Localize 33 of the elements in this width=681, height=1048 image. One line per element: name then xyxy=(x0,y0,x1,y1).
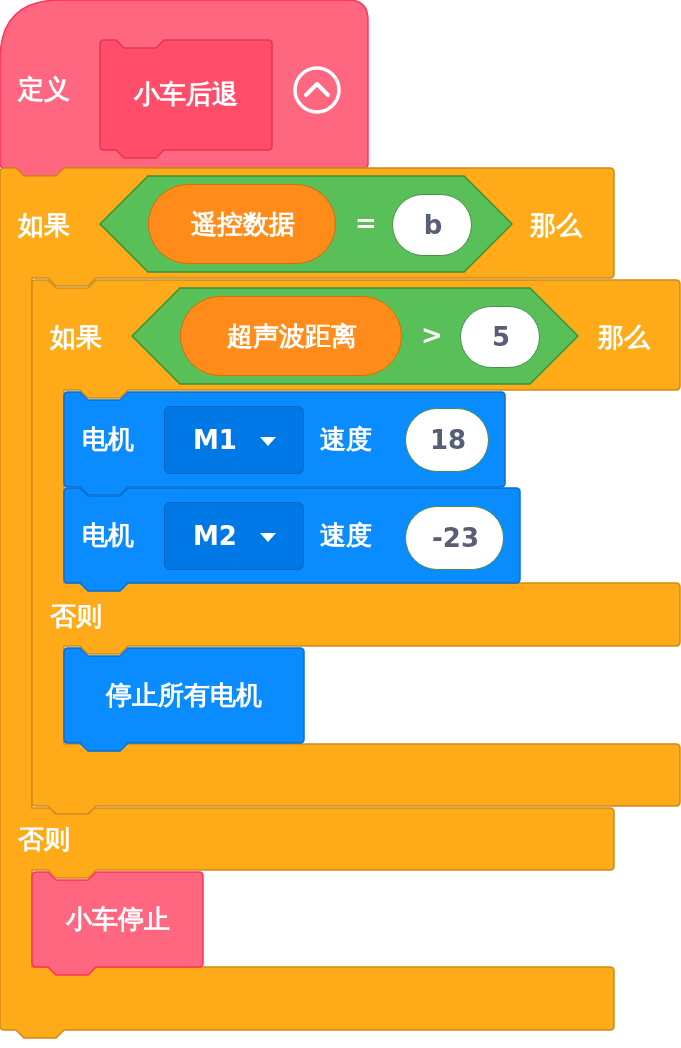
block-label: 速度 xyxy=(320,424,372,456)
dropdown-menu xyxy=(164,406,304,474)
value-text: b xyxy=(423,210,443,242)
block-label: 电机 xyxy=(82,424,134,456)
operator-text: > xyxy=(421,320,443,352)
block-label: 定义 xyxy=(18,74,70,106)
value-text: 5 xyxy=(491,322,511,354)
operator-text: = xyxy=(355,208,377,240)
block-label: 如果 xyxy=(18,210,70,242)
block-label: 那么 xyxy=(598,322,650,354)
block-label: 小车后退 xyxy=(134,79,238,111)
block-label: 超声波距离 xyxy=(227,321,357,353)
block-label: 速度 xyxy=(320,520,372,552)
dropdown-text: M1 xyxy=(193,425,237,457)
block-label: 小车停止 xyxy=(65,903,170,936)
dropdown-text: M2 xyxy=(193,521,237,553)
custom-block xyxy=(100,40,272,158)
block-label: 否则 xyxy=(18,824,70,856)
if-else-block xyxy=(32,280,680,814)
value-text: 18 xyxy=(429,425,467,457)
dropdown-menu xyxy=(164,502,304,570)
motor-block xyxy=(64,488,520,591)
command-block xyxy=(32,872,203,975)
command-block xyxy=(64,648,304,751)
block-label: 如果 xyxy=(50,322,102,354)
block-label: 遥控数据 xyxy=(191,209,295,241)
motor-block xyxy=(64,392,505,495)
define-hat-block xyxy=(0,0,368,176)
block-label: 停止所有电机 xyxy=(106,679,262,712)
block-label: 电机 xyxy=(82,520,134,552)
block-label: 那么 xyxy=(530,210,582,242)
value-text: -23 xyxy=(432,523,479,555)
block-label: 否则 xyxy=(50,601,102,633)
